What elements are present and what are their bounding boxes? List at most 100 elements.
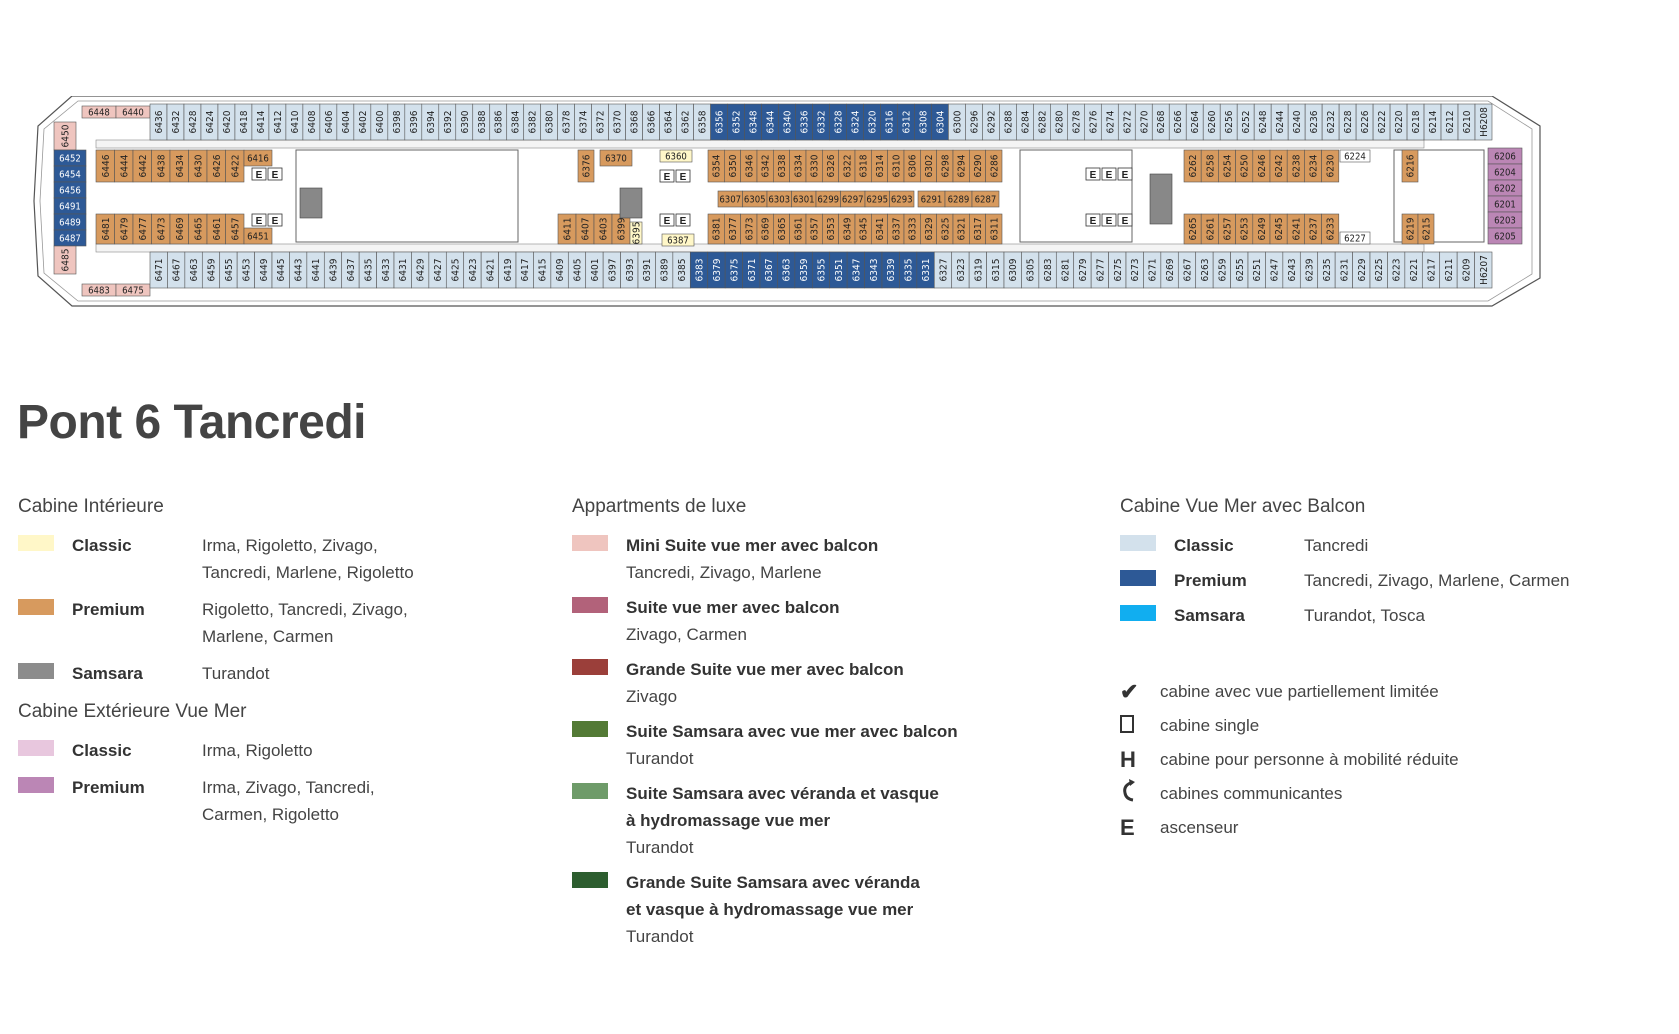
- cabin-6341[interactable]: 6341: [871, 213, 888, 245]
- cabin-6223[interactable]: 6223: [1387, 251, 1406, 289]
- cabin-6229[interactable]: 6229: [1352, 251, 1371, 289]
- cabin-6290[interactable]: 6290: [969, 149, 986, 183]
- cabin-6231[interactable]: 6231: [1334, 251, 1353, 289]
- cabin-6252[interactable]: 6252: [1236, 103, 1255, 141]
- cabin-6246[interactable]: 6246: [1252, 149, 1271, 183]
- cabin-6398[interactable]: 6398: [387, 103, 406, 141]
- cabin-6368[interactable]: 6368: [625, 103, 643, 141]
- cabin-6477[interactable]: 6477: [132, 213, 152, 245]
- cabin-6295[interactable]: 6295: [864, 190, 890, 208]
- cabin-6415[interactable]: 6415: [533, 251, 552, 289]
- cabin-6370[interactable]: 6370: [599, 149, 633, 167]
- cabin-6214[interactable]: 6214: [1423, 103, 1442, 141]
- cabin-6379[interactable]: 6379: [707, 251, 726, 289]
- cabin-6353[interactable]: 6353: [822, 213, 839, 245]
- cabin-6438[interactable]: 6438: [151, 149, 171, 183]
- cabin-6209[interactable]: 6209: [1456, 251, 1475, 289]
- cabin-6332[interactable]: 6332: [812, 103, 830, 141]
- cabin-6439[interactable]: 6439: [323, 251, 343, 289]
- cabin-6487[interactable]: 6487: [53, 229, 87, 247]
- cabin-6396[interactable]: 6396: [404, 103, 423, 141]
- cabin-6399[interactable]: 6399: [611, 213, 631, 245]
- cabin-6467[interactable]: 6467: [167, 251, 186, 289]
- cabin-6388[interactable]: 6388: [472, 103, 491, 141]
- cabin-6434[interactable]: 6434: [169, 149, 189, 183]
- cabin-6272[interactable]: 6272: [1117, 103, 1136, 141]
- cabin-6211[interactable]: 6211: [1439, 251, 1458, 289]
- cabin-6491[interactable]: 6491: [53, 197, 87, 215]
- cabin-6216[interactable]: 6216: [1401, 149, 1419, 183]
- cabin-6381[interactable]: 6381: [707, 213, 725, 245]
- cabin-6405[interactable]: 6405: [567, 251, 587, 289]
- cabin-6397[interactable]: 6397: [602, 251, 621, 289]
- cabin-6418[interactable]: 6418: [234, 103, 253, 141]
- cabin-6426[interactable]: 6426: [206, 149, 226, 183]
- cabin-6279[interactable]: 6279: [1073, 251, 1092, 289]
- cabin-6452[interactable]: 6452: [53, 149, 87, 167]
- cabin-6283[interactable]: 6283: [1038, 251, 1057, 289]
- cabin-6383[interactable]: 6383: [689, 251, 709, 289]
- cabin-6446[interactable]: 6446: [95, 149, 115, 183]
- cabin-6373[interactable]: 6373: [740, 213, 758, 245]
- cabin-6385[interactable]: 6385: [672, 251, 691, 289]
- cabin-6461[interactable]: 6461: [206, 213, 226, 245]
- cabin-6416[interactable]: 6416: [243, 149, 273, 167]
- cabin-6384[interactable]: 6384: [506, 103, 525, 141]
- cabin-6455[interactable]: 6455: [219, 251, 238, 289]
- cabin-6334[interactable]: 6334: [789, 149, 807, 183]
- cabin-6235[interactable]: 6235: [1317, 251, 1336, 289]
- cabin-6308[interactable]: 6308: [914, 103, 932, 141]
- cabin-6234[interactable]: 6234: [1304, 149, 1322, 183]
- cabin-6342[interactable]: 6342: [756, 149, 774, 183]
- cabin-6301[interactable]: 6301: [791, 190, 817, 208]
- cabin-6395[interactable]: 6395: [629, 222, 643, 245]
- cabin-6401[interactable]: 6401: [585, 251, 604, 289]
- cabin-6260[interactable]: 6260: [1202, 103, 1221, 141]
- cabin-6423[interactable]: 6423: [463, 251, 482, 289]
- cabin-6262[interactable]: 6262: [1183, 149, 1202, 183]
- cabin-6363[interactable]: 6363: [777, 251, 796, 289]
- cabin-6362[interactable]: 6362: [676, 103, 694, 141]
- cabin-6220[interactable]: 6220: [1389, 103, 1408, 141]
- cabin-6352[interactable]: 6352: [727, 103, 745, 141]
- cabin-6403[interactable]: 6403: [593, 213, 613, 245]
- cabin-6394[interactable]: 6394: [421, 103, 440, 141]
- cabin-6296[interactable]: 6296: [965, 103, 983, 141]
- cabin-6343[interactable]: 6343: [864, 251, 883, 289]
- cabin-6254[interactable]: 6254: [1218, 149, 1236, 183]
- cabin-6336[interactable]: 6336: [795, 103, 813, 141]
- cabin-6305[interactable]: 6305: [1021, 251, 1040, 289]
- cabin-6435[interactable]: 6435: [358, 251, 377, 289]
- cabin-6268[interactable]: 6268: [1151, 103, 1170, 141]
- cabin-6374[interactable]: 6374: [574, 103, 592, 141]
- cabin-6382[interactable]: 6382: [523, 103, 542, 141]
- cabin-6306[interactable]: 6306: [903, 149, 921, 183]
- cabin-6317[interactable]: 6317: [969, 213, 986, 245]
- cabin-6265[interactable]: 6265: [1183, 213, 1202, 245]
- cabin-6443[interactable]: 6443: [289, 251, 308, 289]
- cabin-6375[interactable]: 6375: [724, 251, 743, 289]
- cabin-6386[interactable]: 6386: [489, 103, 508, 141]
- cabin-6475[interactable]: 6475: [115, 283, 151, 297]
- cabin-6215[interactable]: 6215: [1417, 213, 1435, 245]
- cabin-6333[interactable]: 6333: [903, 213, 921, 245]
- cabin-h6207[interactable]: H6207: [1474, 251, 1493, 289]
- cabin-6256[interactable]: 6256: [1219, 103, 1238, 141]
- cabin-6245[interactable]: 6245: [1269, 213, 1288, 245]
- cabin-6240[interactable]: 6240: [1287, 103, 1306, 141]
- cabin-6330[interactable]: 6330: [805, 149, 823, 183]
- cabin-6331[interactable]: 6331: [916, 251, 935, 289]
- cabin-6243[interactable]: 6243: [1282, 251, 1301, 289]
- cabin-6270[interactable]: 6270: [1134, 103, 1153, 141]
- cabin-6320[interactable]: 6320: [863, 103, 881, 141]
- cabin-6367[interactable]: 6367: [759, 251, 778, 289]
- cabin-6247[interactable]: 6247: [1265, 251, 1284, 289]
- cabin-6307[interactable]: 6307: [717, 190, 743, 208]
- cabin-6337[interactable]: 6337: [887, 213, 905, 245]
- cabin-6292[interactable]: 6292: [982, 103, 1000, 141]
- cabin-6456[interactable]: 6456: [53, 181, 87, 199]
- cabin-6448[interactable]: 6448: [81, 105, 117, 119]
- cabin-6411[interactable]: 6411: [557, 213, 577, 245]
- cabin-6226[interactable]: 6226: [1355, 103, 1374, 141]
- cabin-h6208[interactable]: H6208: [1474, 103, 1493, 141]
